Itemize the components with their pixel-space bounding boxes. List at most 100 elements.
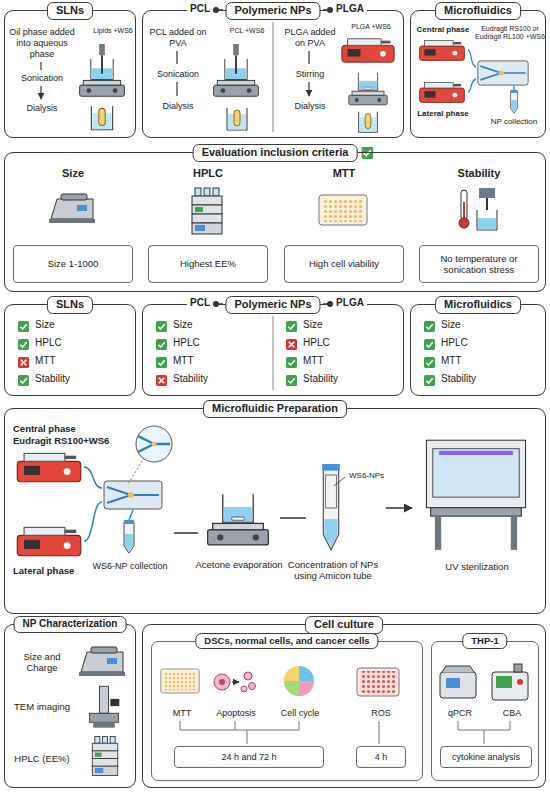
step-label: Stability: [429, 167, 529, 180]
step-label: Concentration of NPs using Amicon tube: [277, 559, 389, 582]
step-label: Central phase: [13, 423, 125, 434]
result-box: 24 h and 72 h: [174, 746, 324, 768]
checklist-icons: [18, 321, 29, 332]
step-label: PLGA: [333, 297, 367, 309]
checklist-icons: [18, 357, 29, 368]
cell-assay-icons: [161, 666, 399, 744]
section-panel: Size 1-1000Highest EE%High cell viabilit…: [4, 152, 546, 292]
section-panel: NP CharacterizationSize and ChargeTEM im…: [4, 624, 136, 788]
step-label: MTT: [160, 708, 204, 719]
box-label: 24 h and 72 h: [175, 752, 323, 763]
step-label: Size: [441, 319, 537, 331]
step-label: Sonication: [9, 73, 75, 84]
criteria-icons: [319, 195, 367, 225]
polymer-illustration: [214, 44, 259, 96]
checklist-icons: [286, 339, 297, 350]
step-label: UV sterilization: [419, 561, 535, 572]
section-heading: DSCs, normal cells, and cancer cells: [195, 633, 378, 649]
checklist-icons: [18, 375, 29, 386]
checklist-icons: [156, 321, 167, 332]
step-label: Dialysis: [9, 103, 75, 114]
step-label: Size: [35, 319, 131, 331]
result-box: Highest EE%: [148, 245, 268, 283]
section-panel: 24 h and 72 h4 hDSCs, normal cells, and …: [151, 641, 423, 781]
checklist-icons: [156, 339, 167, 350]
step-label: HPLC (EE%): [9, 753, 75, 764]
step-label: MTT: [294, 167, 394, 180]
preparation-illustration: [17, 453, 80, 481]
step-label: Size: [23, 167, 123, 180]
step-label: HPLC: [303, 337, 399, 349]
section-heading: Polymeric NPs: [225, 2, 320, 20]
preparation-illustration: [322, 464, 340, 550]
checklist-icons: [286, 357, 297, 368]
preparation-illustration: [17, 527, 80, 555]
preparation-illustration: [208, 494, 269, 545]
section-heading: THP-1: [462, 633, 507, 649]
step-label: HPLC: [158, 167, 258, 180]
checklist-icons: [156, 375, 167, 386]
section-heading: NP Characterization: [14, 616, 127, 633]
preparation-illustration: [124, 520, 134, 553]
step-label: Central phase: [415, 25, 471, 35]
preparation-illustration: [334, 477, 345, 486]
step-label: Acetone evaporation: [189, 559, 289, 570]
criteria-icons: [49, 194, 95, 223]
step-label: HPLC: [35, 337, 131, 349]
result-box: cytokine analysis: [440, 746, 532, 768]
step-label: Lateral phase: [415, 109, 471, 119]
checklist-icons: [286, 375, 297, 386]
section-heading: Polymeric NPs: [225, 296, 320, 314]
step-label: Stability: [35, 373, 131, 385]
criteria-icons: [49, 188, 497, 234]
section-panel: MicrofluidicsSizeHPLCMTTStability: [410, 304, 546, 396]
section-heading: Microfluidics: [435, 2, 521, 20]
section-panel: PCLPolymeric NPsPLGASizeHPLCMTTStability…: [142, 304, 404, 396]
step-label: Oil phase added into aqueous phase: [9, 27, 75, 59]
step-label: PCL +WS6: [223, 27, 271, 35]
section-panel: SLNsOil phase added into aqueous phaseSo…: [4, 10, 136, 138]
thp1-icons: [440, 666, 476, 698]
criteria-icons: [192, 188, 222, 234]
microfluidics-illustration: [420, 40, 465, 60]
result-box: 4 h: [356, 746, 406, 768]
cell-assay-icons: [214, 672, 256, 692]
step-label: Dialysis: [279, 101, 341, 112]
microfluidics-illustration: [420, 40, 529, 113]
checklist-icons: [273, 316, 274, 390]
step-label: Stability: [441, 373, 537, 385]
characterization-icons: [92, 736, 118, 775]
section-panel: Microfluidic PreparationCentral phaseEud…: [4, 408, 546, 614]
section-panel: SLNsSizeHPLCMTTStability: [4, 304, 136, 396]
step-label: ROS: [356, 708, 406, 719]
checklist-icons: [156, 357, 167, 368]
section-panel: MicrofluidicsCentral phaseEudragit RS100…: [410, 10, 546, 138]
checklist-icons: [18, 339, 29, 350]
step-label: Size: [303, 319, 399, 331]
step-label: PCL: [187, 297, 213, 309]
checklist-icons: [424, 339, 435, 350]
preparation-illustration: [104, 481, 162, 509]
step-label: Stirring: [279, 69, 341, 80]
cell-assay-icons: [180, 721, 379, 744]
characterization-icons: [90, 686, 120, 727]
step-label: Size and Charge: [9, 651, 75, 674]
step-label: PCL: [187, 3, 213, 15]
microfluidics-illustration: [478, 61, 528, 85]
box-label: Size 1-1000: [14, 258, 132, 269]
checklist-icons: [18, 321, 29, 386]
polymer-illustration: [227, 108, 247, 130]
step-label: Cell cycle: [270, 708, 330, 719]
step-label: Eudragit RS100+WS6: [13, 435, 125, 446]
step-label: Sonication: [147, 69, 209, 80]
criteria-icons: [459, 188, 497, 230]
step-label: MTT: [35, 355, 131, 367]
step-label: MTT: [441, 355, 537, 367]
checklist-icons: [424, 375, 435, 386]
checklist-icons: [424, 321, 435, 332]
step-label: MTT: [173, 355, 269, 367]
thp1-icons: [458, 721, 510, 744]
step-label: TEM imaging: [9, 701, 75, 712]
polymer-illustration: [349, 73, 387, 105]
